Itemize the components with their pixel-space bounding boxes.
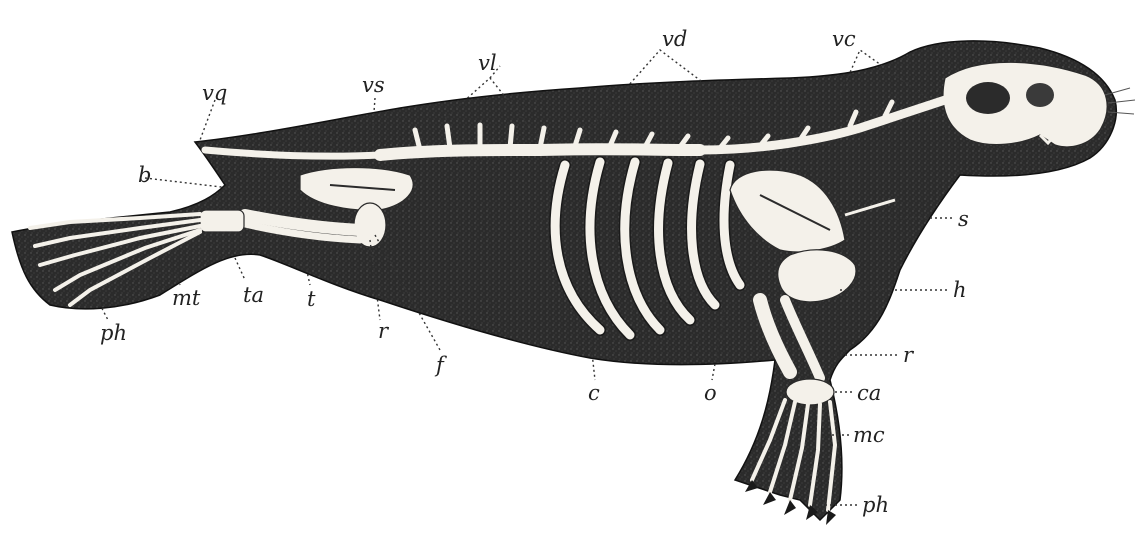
label-ta: ta [243, 283, 264, 307]
label-ph-hind: ph [100, 321, 127, 345]
label-h: h [953, 278, 967, 302]
label-ca: ca [857, 381, 881, 405]
label-ph-fore: ph [862, 493, 889, 517]
label-mt: mt [172, 286, 201, 310]
label-mc: mc [853, 423, 885, 447]
label-c: c [588, 381, 600, 405]
label-o: o [704, 381, 717, 405]
label-r-hind: r [378, 319, 390, 343]
label-vl: vl [478, 51, 497, 75]
label-r-fore: r [903, 343, 915, 367]
label-b: b [138, 163, 151, 187]
label-vs: vs [362, 73, 385, 97]
label-s: s [958, 207, 969, 231]
label-f: f [434, 353, 447, 377]
label-vq: vq [202, 81, 227, 105]
label-vd: vd [662, 27, 687, 51]
label-vc: vc [832, 27, 856, 51]
label-t: t [307, 287, 316, 311]
